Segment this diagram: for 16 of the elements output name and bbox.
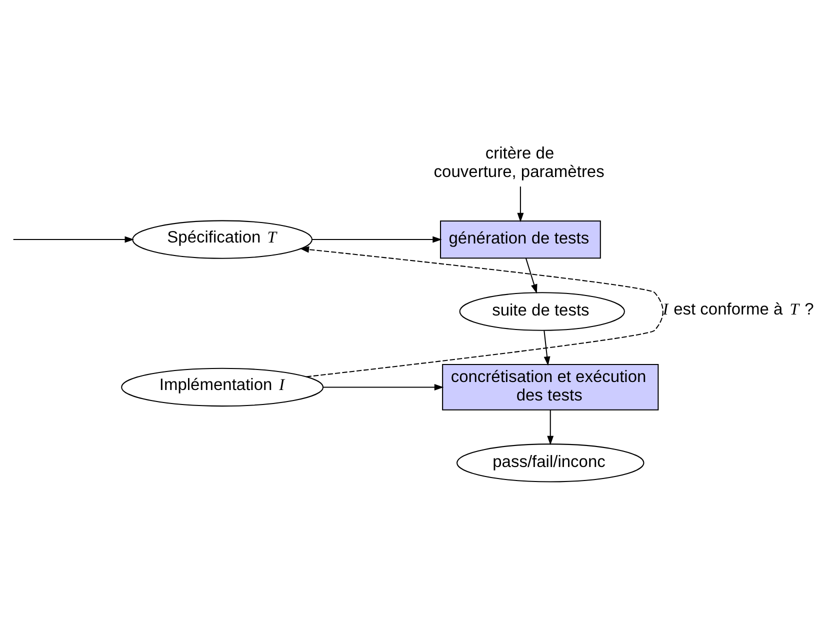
arrow bbox=[525, 258, 538, 294]
arrow bbox=[547, 410, 554, 446]
node-text: critère de couverture, paramètres bbox=[434, 144, 604, 182]
node-box: génération de tests bbox=[440, 220, 601, 259]
node-box: concrétisation et exécution des tests bbox=[442, 364, 659, 410]
arrow bbox=[300, 246, 664, 378]
node-ellipse: pass/fail/inconc bbox=[456, 444, 644, 482]
arrow bbox=[13, 236, 134, 243]
node-ellipse: Spécification T bbox=[132, 220, 313, 259]
edge-label: I est conforme à T ? bbox=[662, 299, 814, 318]
arrow bbox=[312, 236, 442, 243]
node-ellipse: suite de tests bbox=[459, 292, 625, 331]
arrow bbox=[544, 330, 550, 366]
arrow bbox=[323, 384, 444, 390]
arrow bbox=[517, 186, 524, 222]
node-ellipse: Implémentation I bbox=[121, 368, 324, 407]
